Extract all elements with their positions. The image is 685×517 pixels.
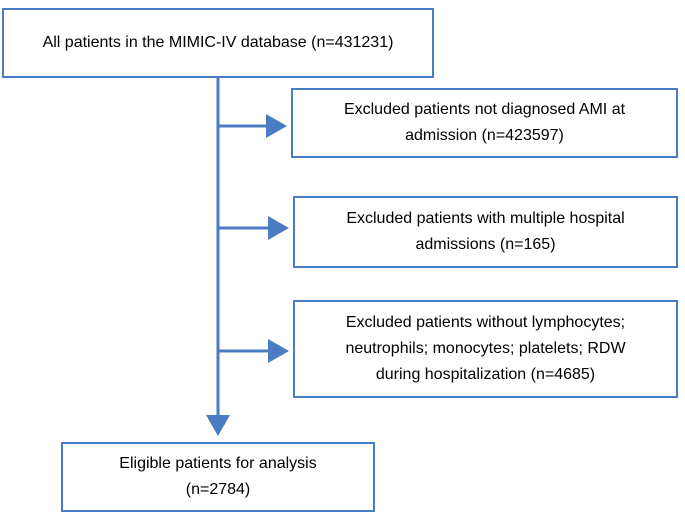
total-patients-label: All patients in the MIMIC-IV database (n… xyxy=(42,34,394,51)
exclusion-label-2: Excluded patients with multiple hospital… xyxy=(346,210,625,253)
exclusion-box-3: Excluded patients without lymphocytes; n… xyxy=(293,300,678,398)
total-patients-box: All patients in the MIMIC-IV database (n… xyxy=(2,8,434,78)
exclusion-box-1: Excluded patients not diagnosed AMI at a… xyxy=(291,88,678,158)
eligible-patients-label: Eligible patients for analysis (n=2784) xyxy=(119,455,317,498)
eligible-patients-box: Eligible patients for analysis (n=2784) xyxy=(61,442,375,512)
exclusion-label-1: Excluded patients not diagnosed AMI at a… xyxy=(343,101,626,144)
exclusion-label-3: Excluded patients without lymphocytes; n… xyxy=(345,314,626,383)
exclusion-box-2: Excluded patients with multiple hospital… xyxy=(293,196,678,268)
